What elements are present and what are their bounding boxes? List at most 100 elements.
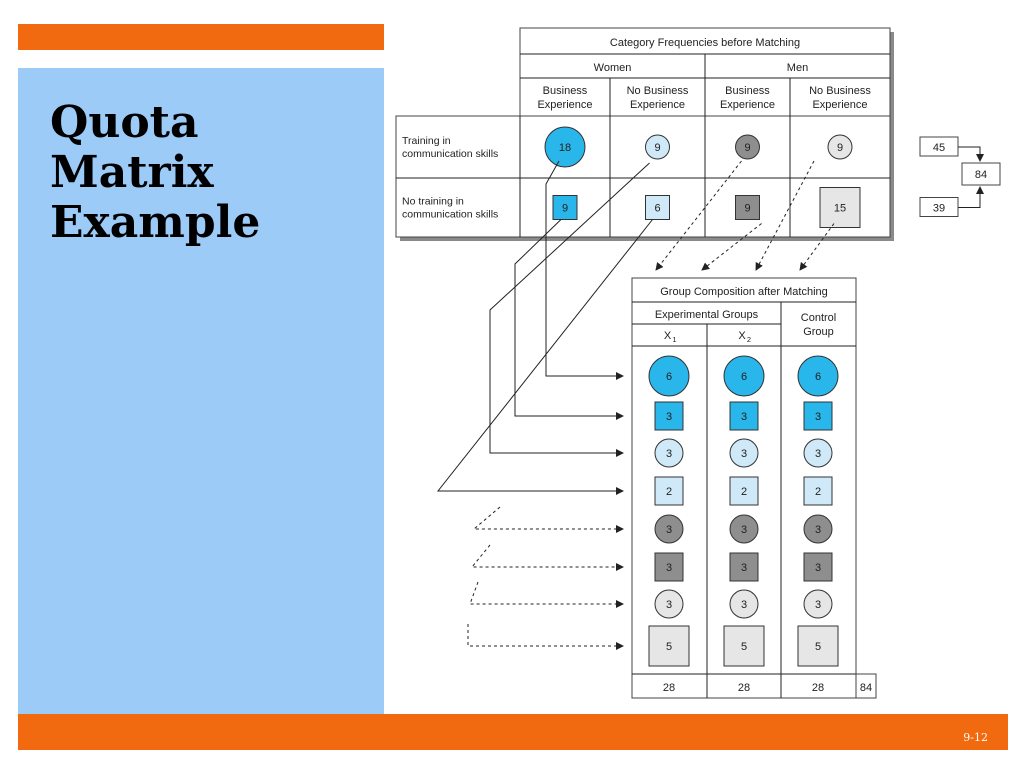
after-cell-value: 3	[741, 411, 747, 423]
before-cell-square-marker	[552, 195, 578, 220]
after-cell-circle-marker	[723, 355, 765, 397]
column-header: Business	[543, 85, 588, 97]
slide-number: 9-12	[963, 731, 988, 744]
after-cell-value: 3	[741, 599, 747, 611]
total-connector	[958, 186, 984, 208]
top-gap	[18, 50, 384, 68]
before-cell-value: 6	[654, 203, 660, 215]
men-row-connector	[472, 506, 624, 533]
after-cell-value: 3	[741, 448, 747, 460]
before-cell-square-marker	[735, 195, 760, 220]
after-cell-square-marker	[729, 552, 759, 582]
after-cell-square-marker	[803, 401, 833, 431]
women-training-nobusiness-connector	[489, 162, 650, 457]
before-cell-square-marker	[819, 187, 861, 228]
after-cell-square-marker	[654, 401, 684, 431]
column-total: 28	[738, 682, 750, 694]
before-cell-value: 9	[654, 142, 660, 154]
before-cell-circle-marker	[827, 134, 853, 160]
after-cell-value: 2	[741, 486, 747, 498]
after-cell-value: 6	[741, 371, 747, 383]
after-cell-value: 5	[666, 641, 672, 653]
title-panel	[18, 68, 384, 714]
after-cell-circle-marker	[729, 438, 759, 468]
after-cell-circle-marker	[803, 589, 833, 619]
after-cell-value: 5	[741, 641, 747, 653]
bottom-accent-bar	[18, 714, 1008, 750]
column-header: Experience	[720, 99, 775, 111]
group-label: X	[664, 330, 672, 342]
grand-total-value: 84	[975, 169, 987, 181]
row-total-value: 39	[933, 203, 945, 215]
before-cell-circle-marker	[645, 134, 670, 160]
after-cell-value: 3	[815, 562, 821, 574]
before-cell-value: 15	[834, 203, 846, 215]
column-total: 28	[663, 682, 675, 694]
gender-header: Men	[787, 62, 808, 74]
before-cell-square-marker	[645, 195, 670, 220]
after-cell-value: 2	[815, 486, 821, 498]
after-table-title: Group Composition after Matching	[660, 286, 828, 298]
after-cell-circle-marker	[654, 438, 684, 468]
women-notraining-nobusiness-connector	[436, 219, 653, 495]
column-header: Experience	[630, 99, 685, 111]
group-label-subscript: 1	[672, 335, 676, 344]
total-connector	[958, 146, 984, 162]
slide-title-line: Quota	[50, 97, 199, 148]
before-cell-value: 9	[744, 203, 750, 215]
after-cell-value: 6	[666, 371, 672, 383]
after-cell-circle-marker	[803, 438, 833, 468]
diagram-canvas: Category Frequencies before MatchingWome…	[395, 27, 1001, 699]
after-cell-value: 3	[666, 599, 672, 611]
men-row-connector	[469, 581, 624, 608]
after-cell-circle-marker	[654, 514, 684, 544]
after-cell-circle-marker	[729, 514, 759, 544]
after-cell-circle-marker	[803, 514, 833, 544]
after-cell-value: 3	[815, 411, 821, 423]
after-cell-value: 3	[815, 524, 821, 536]
after-cell-square-marker	[803, 476, 833, 506]
after-cell-value: 3	[666, 448, 672, 460]
before-cell-circle-marker	[735, 134, 760, 160]
after-cell-value: 3	[666, 411, 672, 423]
after-cell-square-marker	[729, 476, 759, 506]
column-total: 28	[812, 682, 824, 694]
row-label: communication skills	[402, 209, 498, 221]
after-cell-value: 3	[666, 562, 672, 574]
top-accent-bar	[18, 24, 384, 50]
before-cell-value: 9	[837, 142, 843, 154]
before-table-body	[395, 115, 891, 238]
after-cell-square-marker	[797, 625, 839, 667]
row-total-value: 45	[933, 142, 945, 154]
row-label: Training in	[402, 135, 451, 147]
row-label: communication skills	[402, 148, 498, 160]
men-cell-connector	[755, 160, 815, 271]
after-cell-value: 2	[666, 486, 672, 498]
group-label-subscript: 2	[747, 335, 751, 344]
row-label: No training in	[402, 196, 464, 208]
column-header: Experience	[812, 99, 867, 111]
experimental-groups-header: Experimental Groups	[655, 309, 759, 321]
after-grand-total-box	[855, 673, 877, 699]
column-header: Experience	[537, 99, 592, 111]
after-cell-value: 3	[741, 524, 747, 536]
men-row-connector	[467, 624, 624, 650]
after-grand-total: 84	[860, 682, 872, 694]
before-cell-circle-marker	[544, 126, 586, 168]
after-cell-square-marker	[654, 476, 684, 506]
after-cell-circle-marker	[648, 355, 690, 397]
slide-title-line: Matrix	[50, 147, 214, 198]
before-table-title: Category Frequencies before Matching	[610, 37, 800, 49]
column-header: No Business	[627, 85, 689, 97]
after-cell-value: 3	[666, 524, 672, 536]
men-row-connector	[470, 544, 624, 571]
gender-header: Women	[594, 62, 632, 74]
after-cell-value: 5	[815, 641, 821, 653]
column-header: No Business	[809, 85, 871, 97]
control-group-header: Group	[803, 326, 834, 338]
column-header: Business	[725, 85, 770, 97]
group-label: X	[738, 330, 746, 342]
grand-total-box	[961, 162, 1001, 186]
after-cell-circle-marker	[729, 589, 759, 619]
